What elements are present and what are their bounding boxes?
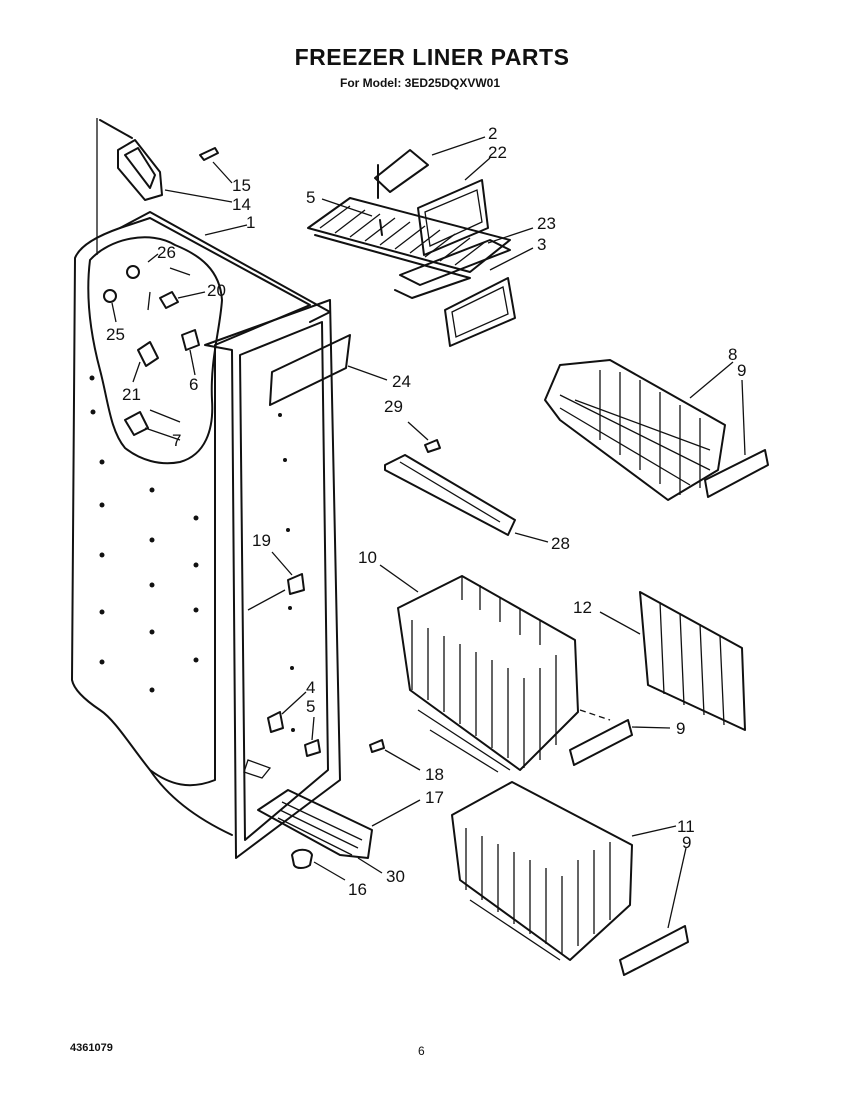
callout-28: 28	[551, 534, 570, 553]
basket-10	[397, 575, 579, 773]
grille-17	[257, 789, 373, 859]
callout-8: 8	[728, 345, 737, 364]
screw-18	[369, 739, 385, 753]
callout-9-top: 9	[737, 361, 746, 380]
callout-17: 17	[425, 788, 444, 807]
trim-24	[269, 334, 351, 406]
basket-8	[544, 359, 726, 501]
callout-26: 26	[157, 243, 176, 262]
small-parts	[103, 265, 200, 436]
document-number: 4361079	[70, 1042, 113, 1054]
callout-29: 29	[384, 397, 403, 416]
page-number: 6	[418, 1044, 425, 1058]
divider-12	[639, 591, 746, 731]
strip-9-bottom	[619, 925, 689, 976]
callout-9-bottom: 9	[682, 833, 691, 852]
callout-7: 7	[172, 431, 181, 450]
strip-9-top	[704, 449, 769, 498]
freezer-liner	[71, 211, 341, 859]
callout-30: 30	[386, 867, 405, 886]
callout-14: 14	[232, 195, 251, 214]
callout-labels: 1 2 3 4 5 5 6 7 8 9 9 9 10 11 12 14 15 1…	[106, 124, 746, 899]
callout-15: 15	[232, 176, 251, 195]
callout-3: 3	[537, 235, 546, 254]
shelf-assembly	[307, 149, 516, 347]
callout-12: 12	[573, 598, 592, 617]
callout-5-bottom: 5	[306, 697, 315, 716]
callout-23: 23	[537, 214, 556, 233]
callout-4: 4	[306, 678, 315, 697]
part-4	[267, 711, 284, 733]
clip-19	[287, 573, 305, 595]
callout-25: 25	[106, 325, 125, 344]
screw-15	[199, 147, 219, 161]
page-title: FREEZER LINER PARTS	[294, 44, 570, 70]
callout-2: 2	[488, 124, 497, 143]
callout-21: 21	[122, 385, 141, 404]
callout-18: 18	[425, 765, 444, 784]
callout-9-mid: 9	[676, 719, 685, 738]
part-5	[304, 739, 321, 757]
callout-22: 22	[488, 143, 507, 162]
basket-11	[451, 781, 633, 961]
callout-20: 20	[207, 281, 226, 300]
rail-28	[384, 439, 516, 536]
callout-24: 24	[392, 372, 411, 391]
strip-9-mid	[569, 719, 633, 766]
model-subtitle: For Model: 3ED25DQXVW01	[339, 76, 501, 90]
callout-19: 19	[252, 531, 271, 550]
callout-6: 6	[189, 375, 198, 394]
callout-16: 16	[348, 880, 367, 899]
callout-11: 11	[677, 817, 695, 836]
handle-bracket	[99, 119, 163, 201]
callout-1: 1	[246, 213, 255, 232]
callout-5-top: 5	[306, 188, 315, 207]
callout-10: 10	[358, 548, 377, 567]
cap-16	[291, 848, 313, 869]
